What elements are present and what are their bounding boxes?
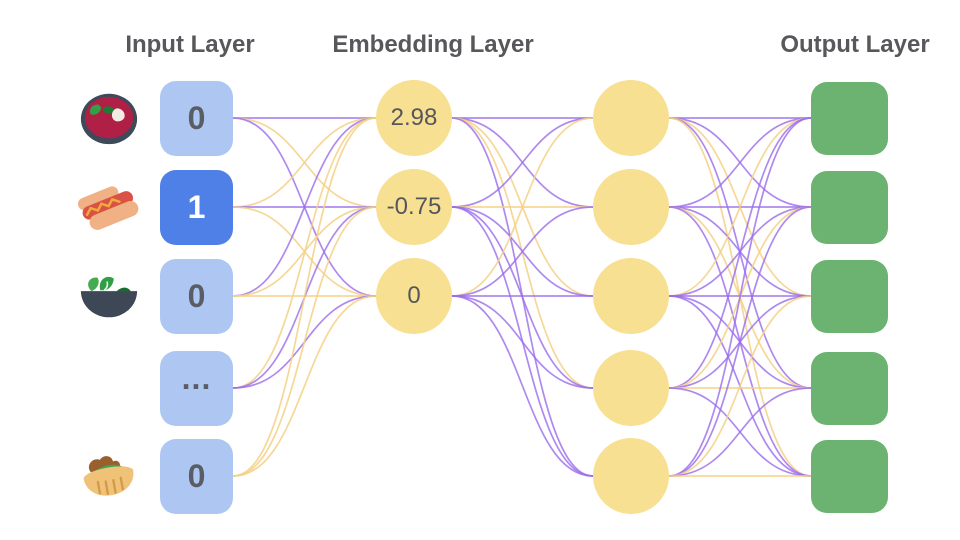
connection-edge xyxy=(668,295,812,477)
hot-dog-icon xyxy=(78,176,140,238)
output-node xyxy=(811,81,888,155)
hidden-node xyxy=(593,350,669,426)
hidden-node xyxy=(593,438,669,514)
input-node: ... xyxy=(160,350,233,426)
embedding-node-value: -0.75 xyxy=(386,193,442,220)
output-layer-title: Output Layer xyxy=(780,31,930,58)
pita-sandwich-icon xyxy=(78,445,140,507)
connection-edge xyxy=(668,117,812,297)
connection-edge xyxy=(232,117,377,208)
output-node xyxy=(811,351,888,425)
connection-edge xyxy=(232,206,377,477)
connection-edge xyxy=(232,117,377,297)
hidden-node xyxy=(593,169,669,245)
hidden-node xyxy=(593,258,669,334)
embedding-layer-title: Embedding Layer xyxy=(332,31,534,58)
embedding-node-value: 2.98 xyxy=(390,104,438,131)
connection-edge xyxy=(451,295,594,477)
connection-edge xyxy=(232,117,377,477)
input-node-value: ... xyxy=(181,359,212,396)
connection-edge xyxy=(451,295,594,389)
input-node: 0 xyxy=(160,80,233,156)
input-node: 0 xyxy=(160,258,233,334)
embedding-node: -0.75 xyxy=(376,169,452,245)
embedding-node-value: 0 xyxy=(407,282,421,309)
input-node-value: 0 xyxy=(187,99,206,136)
input-node-value: 0 xyxy=(187,457,206,494)
input-node: 1 xyxy=(160,169,233,245)
output-node xyxy=(811,170,888,244)
connection-edge xyxy=(232,117,377,389)
connection-edge xyxy=(451,117,594,208)
connection-edge xyxy=(668,206,812,477)
input-node-value: 0 xyxy=(187,277,206,314)
connection-edge xyxy=(451,206,594,389)
borscht-soup-icon xyxy=(78,87,140,149)
connection-edge xyxy=(668,117,812,389)
connection-edge xyxy=(451,206,594,297)
embedding-node: 0 xyxy=(376,258,452,334)
connection-edge xyxy=(232,295,377,477)
connection-edge xyxy=(668,387,812,477)
connection-edge xyxy=(451,117,594,389)
connection-edge xyxy=(668,117,812,208)
output-node xyxy=(811,259,888,333)
salad-bowl-icon xyxy=(78,265,140,327)
input-node: 0 xyxy=(160,438,233,514)
connection-edge xyxy=(451,117,594,297)
hidden-node xyxy=(593,80,669,156)
output-node xyxy=(811,439,888,513)
connection-edge xyxy=(668,117,812,477)
embedding-node: 2.98 xyxy=(376,80,452,156)
input-layer-title: Input Layer xyxy=(125,31,255,58)
input-node-value: 1 xyxy=(187,188,206,225)
